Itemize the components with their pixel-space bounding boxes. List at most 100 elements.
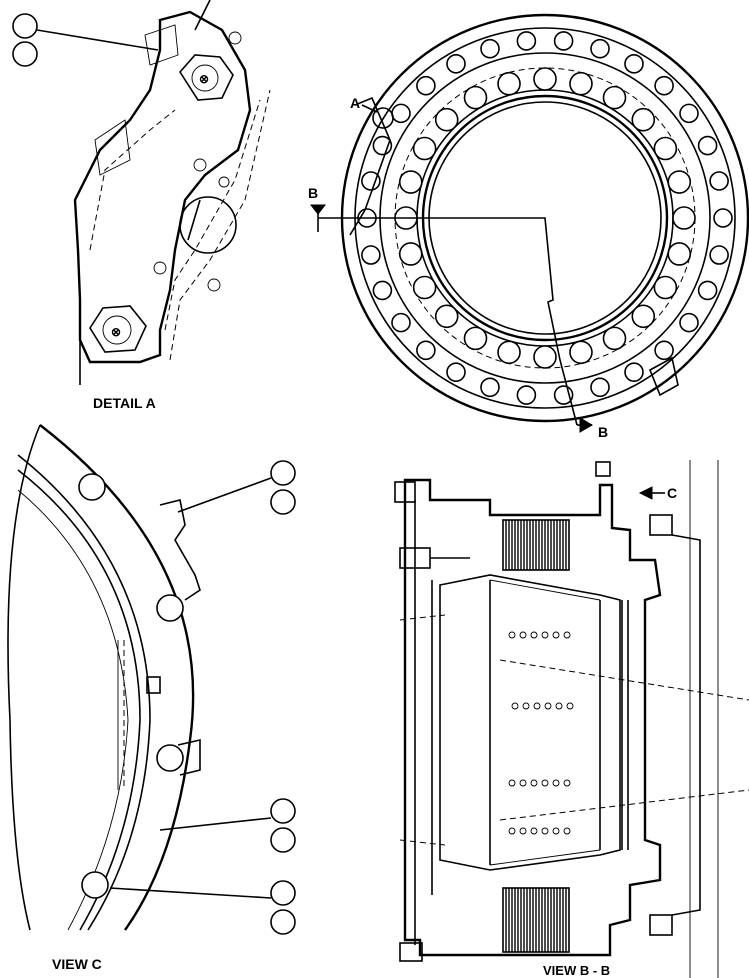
hole-icon [508, 631, 516, 639]
detail-a-view: ⊗ ⊗ [12, 0, 271, 385]
hex-bolt-icon [179, 54, 234, 101]
hex-bolt-icon [81, 871, 109, 899]
hole-icon [552, 631, 560, 639]
hex-bolt-icon [89, 305, 147, 353]
outer-bolt-icon [679, 103, 699, 124]
inner-bolt-icon [569, 71, 593, 96]
view-arrow-icon [638, 486, 653, 500]
inner-bolt-icon [412, 136, 437, 161]
callout-bubble [270, 909, 296, 935]
callout-bubble [270, 460, 296, 486]
hole-icon [519, 631, 527, 639]
inner-bolt-icon [667, 170, 692, 194]
outer-bolt-icon [416, 340, 436, 361]
marker-b-bottom-label: B [598, 424, 608, 440]
disc-pack-top [502, 519, 570, 571]
outer-bolt-icon [697, 135, 718, 156]
marker-c-label: C [667, 485, 677, 501]
face-view [309, 13, 749, 433]
outer-bolt-icon [446, 362, 466, 382]
outer-bolt-icon [697, 280, 718, 301]
outer-bolt-icon [416, 75, 436, 96]
outer-bolt-icon [709, 171, 729, 191]
hex-bolt-icon [156, 594, 184, 622]
hex-bolt-icon [78, 473, 106, 501]
section-arrow-icon [309, 204, 327, 215]
inner-bolt-icon [398, 170, 423, 194]
callout-bubble [12, 41, 38, 67]
hole-icon [563, 779, 571, 787]
outer-bolt-icon [654, 75, 674, 96]
outer-bolt-icon [516, 385, 537, 405]
hole-icon [552, 827, 560, 835]
hole-icon [563, 631, 571, 639]
hole-icon [530, 631, 538, 639]
hole-icon [533, 702, 541, 710]
marker-a-label: A [350, 95, 360, 111]
inner-bolt-icon [653, 136, 678, 161]
hex-bolt-icon [156, 744, 184, 772]
inner-bolt-icon [672, 206, 696, 230]
inner-bolt-icon [497, 340, 521, 365]
hole-icon [552, 779, 560, 787]
outer-bolt-icon [679, 312, 699, 333]
hole-icon [541, 779, 549, 787]
hole-icon [544, 702, 552, 710]
hole-icon [530, 779, 538, 787]
inner-bolt-icon [667, 242, 692, 266]
inner-bolt-icon [463, 326, 488, 351]
callout-bubble [270, 827, 296, 853]
marker-b-left-label: B [308, 185, 318, 201]
outer-bolt-icon [372, 280, 393, 301]
callout-bubble [270, 489, 296, 515]
inner-bolt-icon [463, 85, 488, 110]
hole-icon [541, 827, 549, 835]
callout-bubble [270, 798, 296, 824]
callout-bubble [12, 13, 38, 39]
outer-bolt-icon [361, 171, 381, 191]
outer-bolt-icon [624, 54, 644, 74]
hole-icon [511, 702, 519, 710]
inner-bolt-icon [569, 340, 593, 365]
inner-bolt-icon [412, 275, 437, 300]
inner-bolt-icon [398, 242, 423, 266]
outer-bolt-icon [480, 377, 500, 398]
outer-bolt-icon [391, 312, 411, 333]
outer-bolt-icon [480, 38, 500, 59]
outer-bolt-icon [553, 31, 574, 51]
callout-bubble [270, 880, 296, 906]
outer-bolt-ring [357, 31, 733, 405]
hole-icon [555, 702, 563, 710]
outer-bolt-icon [713, 208, 733, 228]
view-c [7, 424, 296, 935]
view-b-b-label: VIEW B - B [543, 963, 610, 978]
hole-icon [541, 631, 549, 639]
view-c-label: VIEW C [52, 956, 102, 972]
outer-bolt-icon [446, 54, 466, 74]
hole-icon [519, 779, 527, 787]
outer-bolt-icon [361, 245, 381, 265]
hole-icon [508, 779, 516, 787]
hole-icon [519, 827, 527, 835]
hole-rows [508, 631, 574, 835]
hole-icon [566, 702, 574, 710]
inner-bolt-icon [533, 67, 557, 91]
inner-bolt-icon [602, 326, 627, 351]
outer-bolt-icon [709, 245, 729, 265]
outer-bolt-icon [590, 38, 610, 59]
hole-icon [508, 827, 516, 835]
inner-bolt-icon [533, 345, 557, 369]
inner-bolt-icon [631, 304, 656, 329]
outer-bolt-icon [654, 340, 674, 361]
inner-bolt-icon [497, 71, 521, 96]
detail-a-label: DETAIL A [93, 395, 156, 411]
hole-icon [530, 827, 538, 835]
outer-bolt-icon [590, 377, 610, 398]
outer-bolt-icon [624, 362, 644, 382]
inner-bolt-icon [434, 107, 459, 132]
svg-text:⊗: ⊗ [111, 325, 121, 339]
view-b-b-section [394, 460, 749, 978]
svg-text:⊗: ⊗ [199, 72, 209, 86]
outer-bolt-icon [516, 31, 537, 51]
